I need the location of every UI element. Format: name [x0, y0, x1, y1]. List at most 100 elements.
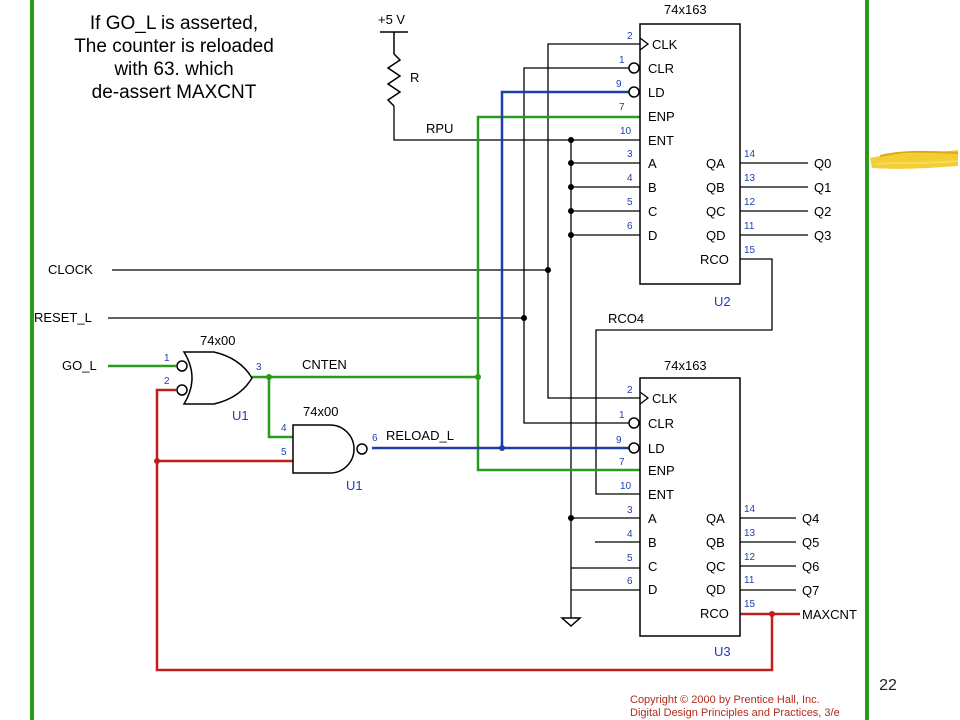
pin-number: 12	[744, 197, 756, 208]
junction-dot	[568, 137, 574, 143]
pin-number: 7	[619, 102, 625, 113]
pin-name: QA	[706, 156, 725, 171]
output-net-label: Q1	[814, 180, 831, 195]
pin-name: B	[648, 535, 657, 550]
pin-name: B	[648, 180, 657, 195]
pin-number: 1	[619, 55, 625, 66]
chip-part-label: 74x163	[664, 358, 707, 373]
pin-name: ENP	[648, 463, 675, 478]
clock-to-u2-wire	[547, 43, 640, 270]
inverting-bubble	[628, 86, 640, 98]
ground-symbol	[560, 617, 582, 628]
nand-gate-2: 74x00 4 5 6 U1	[281, 404, 378, 493]
caption-line: If GO_L is asserted,	[89, 13, 259, 34]
reload-label: RELOAD_L	[386, 428, 454, 443]
cnten-to-u3-enp-wire	[476, 377, 640, 472]
pin-number: 2	[627, 31, 633, 42]
maxcnt-feedback-wire	[155, 388, 774, 672]
go-label: GO_L	[62, 358, 97, 373]
counter-u2: 74x163 U2 2 CLK 1 CLR 9 LD 7 ENP 10 ENT …	[616, 2, 831, 309]
inverting-bubble	[628, 442, 640, 454]
cnten-to-nand-wire	[267, 377, 293, 439]
pin-number: 15	[744, 599, 756, 610]
slide-page-number: 22	[879, 677, 897, 694]
supply-label: +5 V	[378, 12, 405, 27]
pin-number: 4	[281, 423, 287, 434]
junction-dot	[545, 267, 551, 273]
junction-dot	[521, 315, 527, 321]
pin-name: LD	[648, 441, 665, 456]
junction-dot	[568, 515, 574, 521]
output-net-label: Q5	[802, 535, 819, 550]
inverting-bubble	[176, 384, 188, 396]
pin-name: LD	[648, 85, 665, 100]
pin-number: 14	[744, 149, 756, 160]
pin-name: CLR	[648, 61, 674, 76]
copyright-line: Digital Design Principles and Practices,…	[630, 707, 840, 719]
inverting-bubble	[628, 417, 640, 429]
pin-number: 12	[744, 552, 756, 563]
caption-line: de-assert MAXCNT	[91, 82, 257, 103]
pin-name: D	[648, 228, 657, 243]
chip-body	[639, 23, 741, 285]
gate-ref-label: U1	[346, 478, 363, 493]
pin-name: ENP	[648, 109, 675, 124]
counter-u3: 74x163 U3 2 CLK 1 CLR 9 LD 7 ENP 10 ENT …	[616, 358, 819, 659]
pin-number: 3	[627, 505, 633, 516]
pin-name: QB	[706, 535, 725, 550]
pin-name: A	[648, 511, 657, 526]
chip-ref-label: U3	[714, 644, 731, 659]
junction-dot	[568, 184, 574, 190]
pin-name: QC	[706, 204, 726, 219]
copyright-line: Copyright © 2000 by Prentice Hall, Inc.	[630, 694, 820, 706]
pin-name: QD	[706, 582, 726, 597]
junction-dot	[154, 458, 160, 464]
pin-name: C	[648, 559, 657, 574]
pin-number: 1	[164, 353, 170, 364]
pin-name: QC	[706, 559, 726, 574]
pin-name: A	[648, 156, 657, 171]
pin-name: CLK	[652, 391, 678, 406]
pin-number: 4	[627, 173, 633, 184]
pin-name: QB	[706, 180, 725, 195]
reload-to-u2-ld-wire	[500, 90, 632, 448]
junction-dot	[499, 445, 505, 451]
pin-number: 3	[627, 149, 633, 160]
pin-number: 6	[627, 221, 633, 232]
pin-number: 9	[616, 435, 622, 446]
inverting-bubble	[176, 360, 188, 372]
chip-ref-label: U2	[714, 294, 731, 309]
pin-number: 5	[627, 197, 633, 208]
pin-name: ENT	[648, 487, 674, 502]
pin-name: QD	[706, 228, 726, 243]
pin-number: 4	[627, 529, 633, 540]
reset-to-u3-wire	[523, 318, 632, 424]
cnten-label: CNTEN	[302, 357, 347, 372]
maxcnt-label: MAXCNT	[802, 607, 857, 622]
reset-to-u2-wire	[523, 67, 632, 318]
chip-body	[639, 377, 741, 637]
pin-name: D	[648, 582, 657, 597]
clock-label: CLOCK	[48, 262, 93, 277]
gate-ref-label: U1	[232, 408, 249, 423]
pin-number: 13	[744, 528, 756, 539]
pin-number: 10	[620, 481, 632, 492]
pin-number: 5	[627, 553, 633, 564]
pin-number: 1	[619, 410, 625, 421]
nand-gate-1: 74x00 1 2 3 U1	[164, 333, 262, 423]
rco4-wire	[595, 258, 773, 495]
pin-number: 6	[627, 576, 633, 587]
output-net-label: Q4	[802, 511, 819, 526]
chip-part-label: 74x163	[664, 2, 707, 17]
pin-number: 14	[744, 504, 756, 515]
junction-dot	[568, 160, 574, 166]
caption-line: The counter is reloaded	[74, 36, 274, 57]
pin-number: 13	[744, 173, 756, 184]
pin-name: CLK	[652, 37, 678, 52]
gate-part-label: 74x00	[200, 333, 235, 348]
pin-number: 2	[164, 376, 170, 387]
clock-to-u3-wire	[547, 270, 640, 399]
